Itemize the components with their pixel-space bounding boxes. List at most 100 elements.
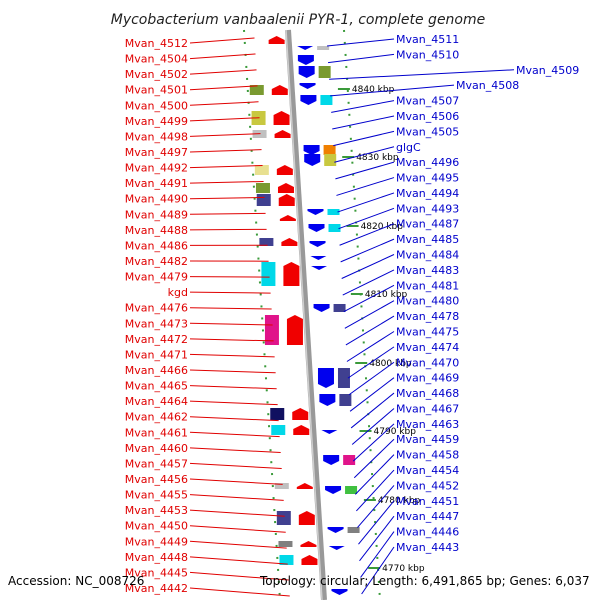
- reverse-gene-feature: [337, 368, 350, 388]
- forward-gene-label: Mvan_4512: [125, 37, 188, 50]
- forward-label-leader: [189, 69, 257, 75]
- forward-label-leader: [189, 494, 284, 501]
- reverse-gene-arrow: [317, 368, 334, 388]
- forward-label-leader: [189, 385, 277, 390]
- gene-tracks: [243, 29, 381, 600]
- reverse-gene-arrow: [300, 95, 317, 105]
- reverse-gene-label: Mvan_4474: [396, 341, 459, 354]
- forward-gene-label: Mvan_4490: [125, 193, 188, 206]
- reverse-gene-label: Mvan_4510: [396, 48, 459, 61]
- reverse-gene-arrow: [311, 266, 328, 270]
- reverse-label-leader: [333, 130, 395, 147]
- reverse-label-leader: [358, 500, 395, 545]
- reverse-label-leader: [348, 361, 395, 396]
- reverse-label-leader: [332, 115, 395, 130]
- reverse-label-leader: [344, 300, 395, 329]
- forward-gene-label: Mvan_4462: [125, 411, 188, 424]
- reverse-gene-label: Mvan_4506: [396, 110, 459, 123]
- forward-gene-arrow: [268, 36, 285, 44]
- reverse-gene-feature: [328, 224, 341, 232]
- forward-label-leader: [189, 165, 263, 169]
- forward-gene-label: Mvan_4472: [125, 333, 188, 346]
- forward-gene-label: Mvan_4448: [125, 551, 188, 564]
- forward-gene-arrow: [300, 541, 317, 547]
- forward-label-leader: [189, 180, 264, 184]
- tick-label: 4790 kbp: [374, 427, 417, 437]
- forward-label-leader: [189, 212, 266, 215]
- tick-label: 4780 kbp: [378, 496, 421, 506]
- reverse-gene-feature: [317, 46, 330, 50]
- reverse-gene-label: Mvan_4478: [396, 310, 459, 323]
- forward-label-leader: [189, 322, 273, 326]
- reverse-label-leader: [351, 408, 395, 445]
- reverse-gene-label: glgC: [396, 141, 421, 154]
- forward-gene-arrow: [279, 215, 296, 221]
- forward-gene-label: Mvan_4486: [125, 239, 188, 252]
- forward-gene-label: Mvan_4476: [125, 302, 188, 315]
- reverse-gene-label: Mvan_4454: [396, 464, 459, 477]
- forward-gene-label: Mvan_4456: [125, 473, 188, 486]
- forward-label-leader: [189, 307, 272, 310]
- backbone: [285, 29, 327, 600]
- forward-label-leader: [189, 37, 255, 44]
- forward-gene-arrow: [274, 130, 291, 138]
- reverse-gene-label: Mvan_4507: [396, 95, 459, 108]
- reverse-label-leader: [350, 392, 395, 429]
- reverse-label-leader: [347, 346, 395, 379]
- forward-label-leader: [189, 431, 280, 438]
- tick-label: 4840 kbp: [352, 85, 395, 95]
- reverse-gene-label: Mvan_4481: [396, 279, 459, 292]
- reverse-gene-arrow: [299, 83, 316, 89]
- forward-gene-arrow: [277, 183, 294, 193]
- reverse-gene-arrow: [319, 394, 336, 406]
- forward-label-leader: [189, 85, 258, 91]
- reverse-gene-feature: [339, 394, 352, 406]
- forward-gene-feature: [255, 183, 270, 193]
- reverse-gene-feature: [323, 145, 336, 155]
- reverse-gene-labels: Mvan_4511Mvan_4510Mvan_4509Mvan_4508Mvan…: [326, 33, 579, 595]
- reverse-label-leader: [346, 331, 395, 362]
- reverse-gene-arrow: [321, 430, 338, 434]
- forward-label-leader: [189, 353, 275, 358]
- forward-gene-labels: Mvan_4512Mvan_4504Mvan_4502Mvan_4501Mvan…: [125, 37, 290, 597]
- reverse-gene-label: Mvan_4468: [396, 387, 459, 400]
- reverse-label-leader: [352, 423, 395, 462]
- reverse-label-leader: [349, 377, 395, 412]
- forward-gene-label: Mvan_4502: [125, 68, 188, 81]
- reverse-gene-feature: [327, 209, 340, 215]
- genome-title: Mycobacterium vanbaalenii PYR-1, complet…: [111, 12, 486, 28]
- reverse-gene-label: Mvan_4443: [396, 541, 459, 554]
- reverse-label-leader: [361, 546, 395, 595]
- forward-label-leader: [189, 276, 270, 278]
- forward-label-leader: [189, 369, 276, 374]
- reverse-gene-label: Mvan_4511: [396, 33, 459, 46]
- forward-gene-arrow: [296, 483, 313, 489]
- reverse-gene-label: Mvan_4463: [396, 418, 459, 431]
- forward-gene-arrow: [273, 111, 290, 125]
- reverse-label-leader: [356, 469, 395, 512]
- forward-gene-feature: [256, 194, 271, 206]
- reverse-gene-label: Mvan_4495: [396, 172, 459, 185]
- reverse-gene-label: Mvan_4487: [396, 218, 459, 231]
- reverse-gene-arrow: [309, 241, 326, 247]
- reverse-guide-track: [343, 29, 381, 600]
- reverse-label-leader: [339, 223, 395, 246]
- forward-gene-feature: [278, 541, 293, 547]
- reverse-gene-arrow: [331, 589, 348, 595]
- reverse-gene-arrow: [310, 256, 327, 260]
- forward-label-leader: [189, 133, 261, 137]
- reverse-gene-label: Mvan_4446: [396, 526, 459, 539]
- forward-gene-feature: [261, 262, 276, 286]
- reverse-gene-arrow: [298, 66, 315, 78]
- reverse-gene-arrow: [308, 224, 325, 232]
- forward-gene-feature: [274, 483, 289, 489]
- forward-label-leader: [189, 509, 285, 517]
- forward-label-leader: [189, 462, 282, 469]
- reverse-gene-label: Mvan_4475: [396, 325, 459, 338]
- forward-gene-arrow: [271, 85, 288, 95]
- genome-backbone: [285, 29, 327, 600]
- reverse-gene-label: Mvan_4447: [396, 510, 459, 523]
- reverse-label-leader: [330, 84, 455, 97]
- forward-label-leader: [189, 556, 288, 565]
